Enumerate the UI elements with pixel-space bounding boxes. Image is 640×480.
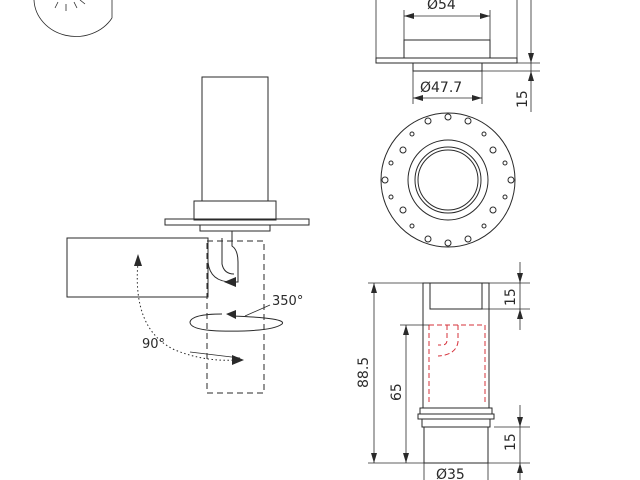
fixture-body [201,76,269,202]
rotation-arrow-icon [226,310,236,319]
dim-h65: 65 [389,383,405,401]
top-spigot [412,62,483,72]
elbow-joint [207,231,239,283]
front-body [422,282,490,409]
plan-view [380,112,516,248]
light-symbol [33,0,113,37]
side-view-adjustable: 90° 350° [66,76,310,394]
tilt-angle-label: 90° [142,337,165,352]
plan-lens-circle [417,149,479,211]
dim-d35: Ø35 [436,467,465,480]
dim-h88: 88.5 [356,357,372,388]
dim-d47: Ø47.7 [420,80,462,96]
plan-body-circle [407,139,489,221]
fixture-neck [199,224,271,232]
top-side-view: Ø54 Ø47.7 15 [375,0,540,112]
tilt-arrow-up-icon [134,254,142,266]
fixture-collar [193,200,277,221]
front-collar [419,407,493,415]
elbow-arrow-icon [224,277,236,287]
hidden-head-outline [428,324,486,405]
top-collar [403,39,491,59]
dim-d54: Ø54 [427,0,456,13]
head-vertical-ghost [206,240,265,394]
dim-h15-top: 15 [515,90,531,108]
plan-flange-circle [380,112,516,248]
tilt-arrow-right-icon [232,355,244,365]
tilted-head [66,237,209,298]
front-lower-body [423,426,489,464]
dim-h15-bottom: 15 [503,433,519,451]
plan-holes [381,113,515,247]
dim-h15-mid: 15 [503,288,519,306]
rotation-angle-label: 350° [272,294,303,309]
rotation-ellipse [189,313,284,332]
front-view: 88.5 65 15 15 Ø35 [356,262,530,480]
top-flange [375,57,518,64]
